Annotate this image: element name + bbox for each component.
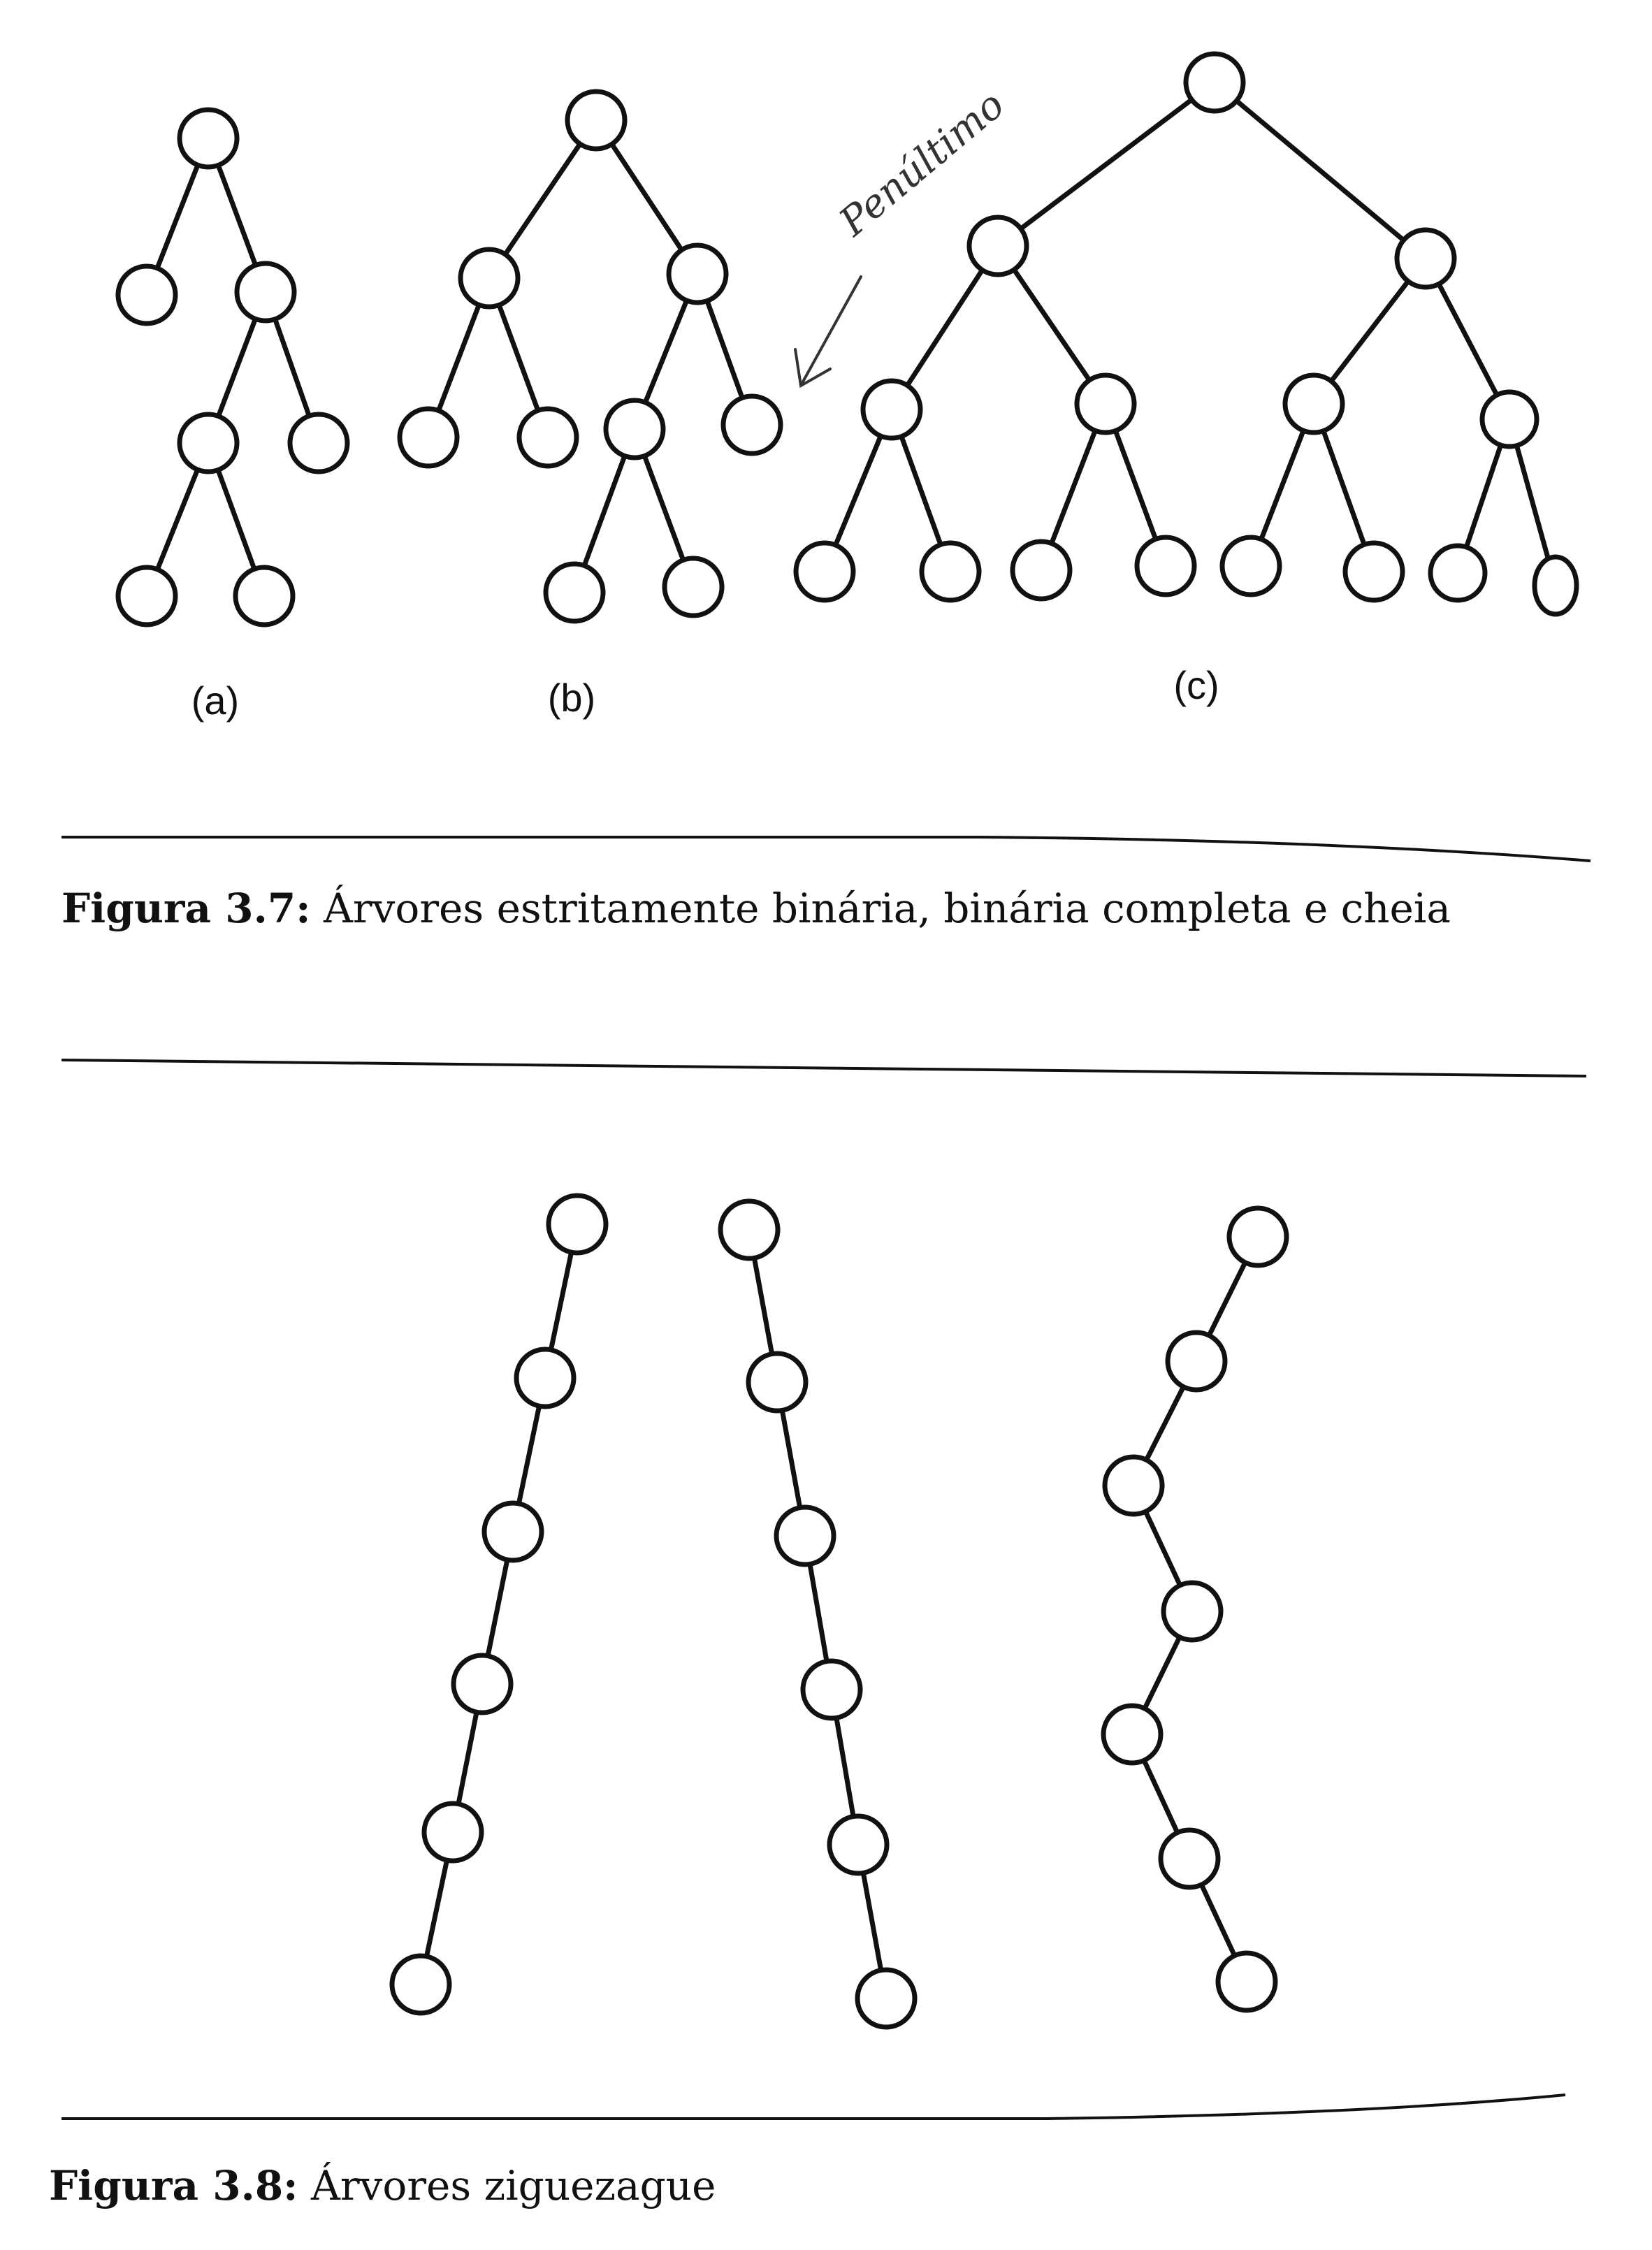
tree-node: [1158, 1827, 1221, 1890]
tree-c: [793, 51, 1579, 617]
tree-node: [287, 412, 350, 474]
tree-node: [1282, 372, 1345, 435]
annotation-arrow-icon: [801, 275, 862, 384]
tree-node: [774, 1504, 836, 1567]
tree-node: [451, 1653, 514, 1715]
subfigure-label-a: (a): [191, 678, 239, 723]
tree-node: [720, 393, 783, 456]
tree-node: [234, 261, 297, 324]
subfigure-label-c: (c): [1173, 663, 1219, 707]
tree-node: [662, 556, 725, 618]
tree-node: [1215, 1950, 1278, 2013]
tree-node: [565, 89, 628, 152]
tree-node: [666, 242, 729, 305]
caption-label-3-7: Figura 3.7:: [61, 885, 311, 932]
tree-node: [1394, 227, 1457, 290]
annotation-arrowhead-icon: [794, 348, 832, 389]
tree-node: [1428, 543, 1488, 603]
zigzag-tree-middle: [718, 1198, 918, 2030]
zigzag-tree-left: [389, 1193, 609, 2016]
tree-node: [966, 215, 1029, 277]
tree-node: [1102, 1454, 1165, 1517]
tree-node: [855, 1967, 918, 2030]
tree-node: [746, 1351, 809, 1414]
tree-node: [1010, 539, 1073, 602]
tree-node: [603, 398, 666, 460]
caption-rule-3-8: [61, 2093, 1566, 2120]
tree-node: [1101, 1703, 1164, 1766]
tree-node: [1226, 1205, 1289, 1268]
caption-label-3-8: Figura 3.8:: [49, 2162, 298, 2209]
tree-node: [421, 1801, 484, 1864]
tree-node: [827, 1813, 890, 1876]
tree-node: [397, 406, 460, 469]
tree-node: [543, 561, 606, 624]
tree-node: [514, 1347, 577, 1409]
tree-node: [516, 406, 579, 469]
tree-a: [115, 107, 350, 627]
tree-node: [481, 1500, 544, 1563]
tree-node: [1165, 1330, 1228, 1393]
tree-node: [1161, 1580, 1224, 1643]
tree-node: [177, 412, 240, 474]
tree-b: [397, 89, 783, 624]
tree-node: [800, 1658, 863, 1721]
figure-caption-3-8: Figura 3.8: Árvores ziguezague: [49, 2162, 716, 2209]
tree-node: [1532, 554, 1579, 617]
figure-caption-3-7: Figura 3.7: Árvores estritamente binária…: [61, 885, 1451, 932]
tree-node: [860, 378, 923, 441]
tree-node: [115, 565, 178, 627]
tree-node: [1479, 389, 1539, 449]
tree-node: [546, 1193, 609, 1256]
tree-node: [458, 247, 521, 310]
tree-node: [793, 540, 856, 603]
caption-rule-3-7: [61, 836, 1591, 862]
tree-node: [115, 263, 178, 326]
tree-node: [389, 1953, 452, 2016]
caption-text-3-8: Árvores ziguezague: [298, 2162, 716, 2209]
tree-node: [1074, 372, 1137, 435]
separator-rule: [61, 1059, 1587, 1077]
tree-node: [1183, 51, 1246, 114]
tree-node: [233, 565, 296, 627]
zigzag-tree-right: [1101, 1205, 1289, 2013]
tree-node: [919, 540, 982, 603]
tree-node: [1219, 535, 1282, 597]
tree-node: [177, 107, 240, 170]
subfigure-label-b: (b): [548, 676, 595, 720]
tree-node: [1342, 540, 1405, 603]
caption-text-3-7: Árvores estritamente binária, binária co…: [311, 885, 1451, 932]
tree-node: [718, 1198, 781, 1261]
tree-node: [1134, 535, 1197, 597]
